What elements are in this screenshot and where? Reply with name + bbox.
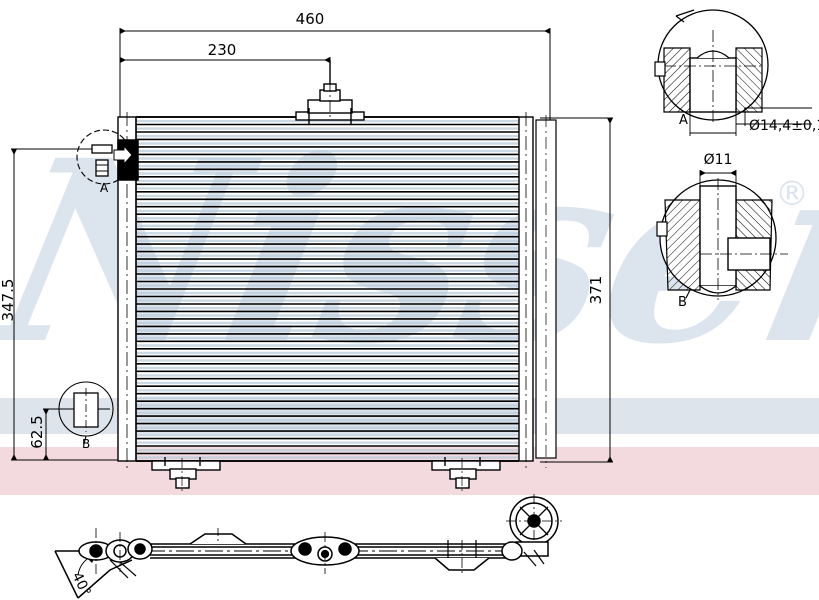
dimension-label-230: 230 — [208, 41, 237, 59]
dimension-label-62-5: 62.5 — [28, 415, 46, 448]
dimension-label-371: 371 — [587, 276, 605, 305]
detail-b-diameter-label: Ø11 — [704, 152, 733, 168]
detail-a-callout-label: A — [679, 113, 688, 128]
core-callout-a-label: A — [100, 181, 109, 195]
core-callout-b-label: B — [82, 437, 90, 451]
detail-a-diameter-label: Ø14,4±0,1 — [749, 118, 819, 134]
dimension-label-347-5: 347.5 — [0, 279, 17, 322]
dimension-label-angle: 40° — [68, 570, 93, 599]
detail-b-callout-label: B — [678, 295, 687, 310]
dimension-label-460: 460 — [296, 10, 325, 28]
